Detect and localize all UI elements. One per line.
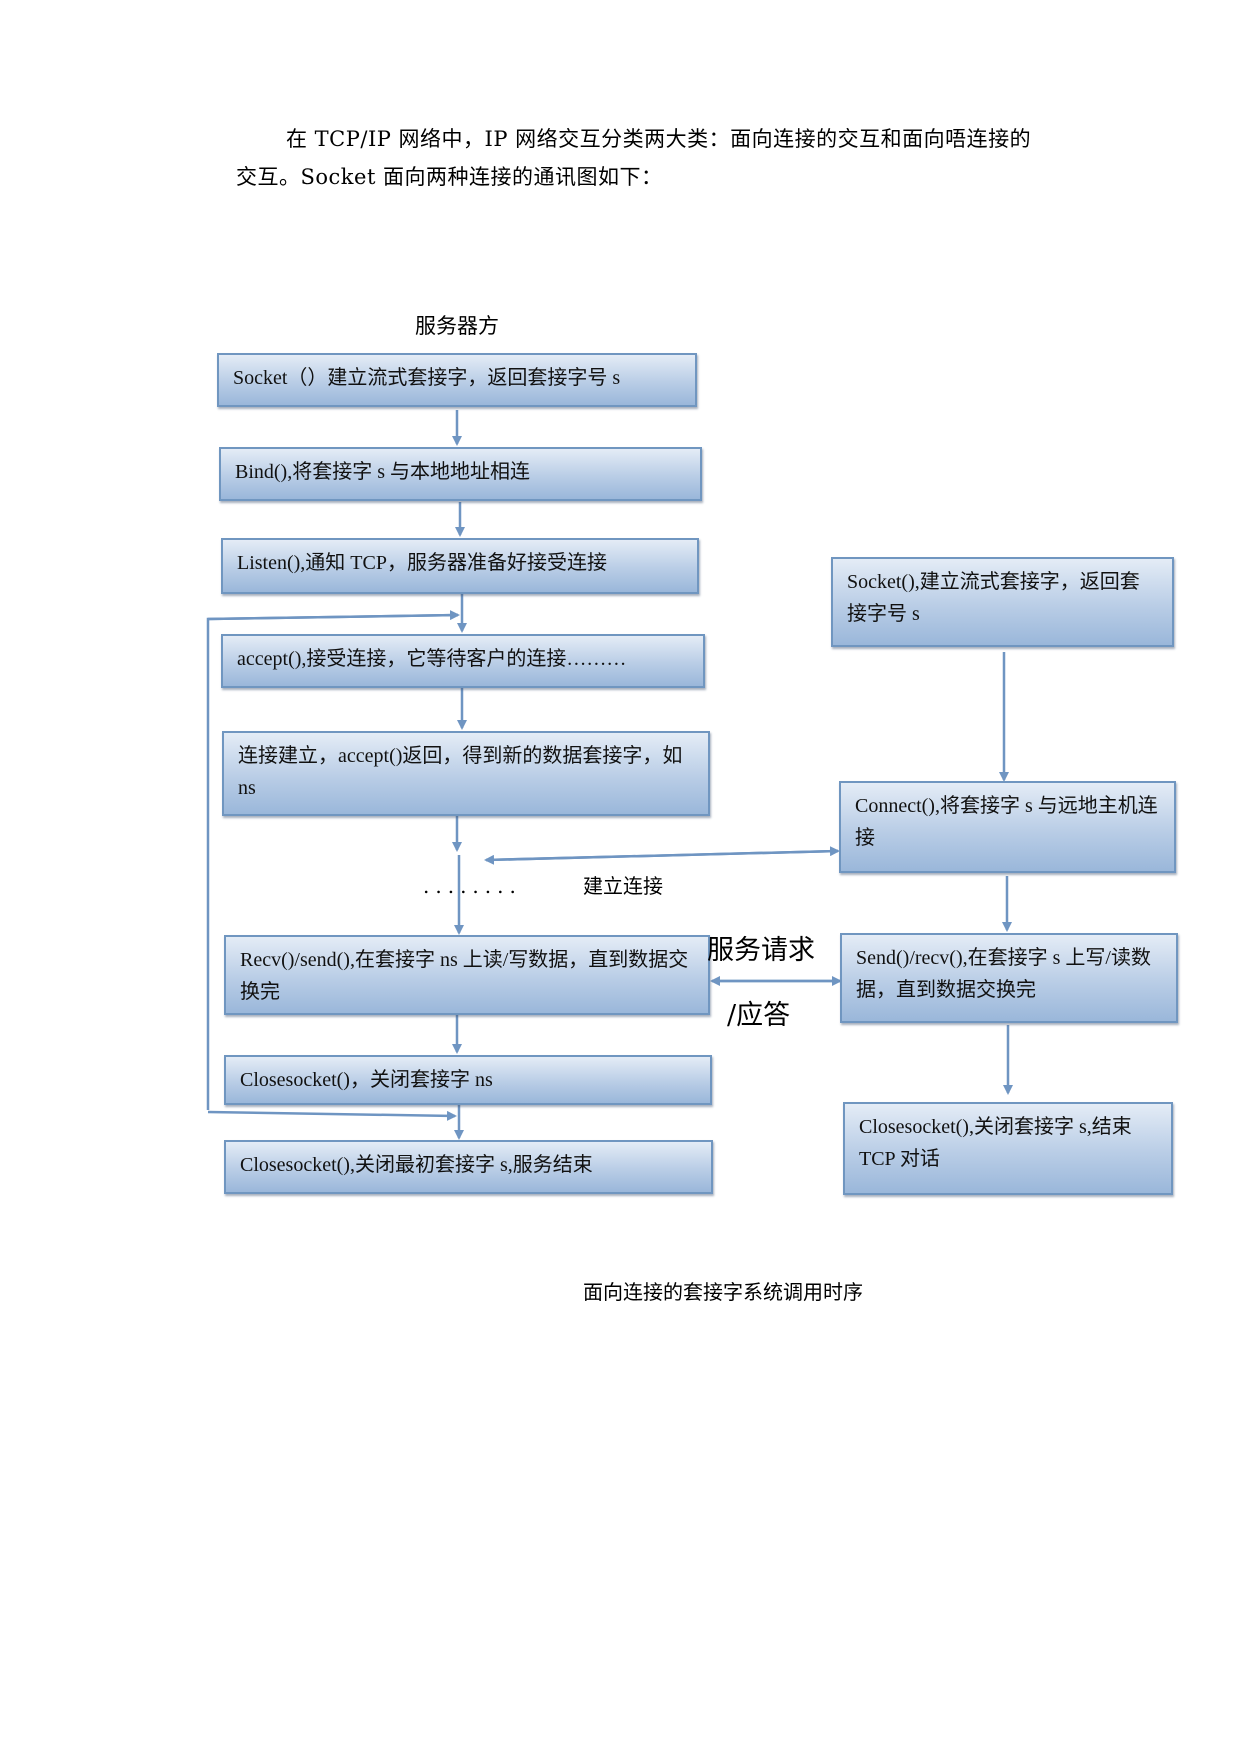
connect-label: 建立连接 bbox=[583, 874, 663, 898]
client-step-close: Closesocket(),关闭套接字 s,结束 TCP 对话 bbox=[843, 1102, 1173, 1195]
server-step-socket: Socket（）建立流式套接字，返回套接字号 s bbox=[217, 353, 697, 407]
client-step-socket: Socket(),建立流式套接字，返回套接字号 s bbox=[831, 557, 1174, 647]
server-step-bind: Bind(),将套接字 s 与本地地址相连 bbox=[219, 447, 702, 501]
server-step-listen: Listen(),通知 TCP，服务器准备好接受连接 bbox=[221, 538, 699, 594]
intro-line-2: 交互。Socket 面向两种连接的通讯图如下： bbox=[236, 165, 663, 189]
intro-paragraph: 在 TCP/IP 网络中，IP 网络交互分类两大类：面向连接的交互和面向唔连接的… bbox=[236, 120, 1136, 196]
server-step-close-ns: Closesocket()，关闭套接字 ns bbox=[224, 1055, 712, 1105]
service-reply-label: /应答 bbox=[727, 1000, 791, 1031]
figure-caption: 面向连接的套接字系统调用时序 bbox=[583, 1280, 863, 1304]
loop-back-line bbox=[206, 613, 459, 1110]
server-step-established: 连接建立，accept()返回，得到新的数据套接字，如 ns bbox=[222, 731, 710, 816]
server-step-accept: accept(),接受连接，它等待客户的连接……… bbox=[221, 634, 705, 688]
server-step-close-s: Closesocket(),关闭最初套接字 s,服务结束 bbox=[224, 1140, 713, 1194]
client-step-connect: Connect(),将套接字 s 与远地主机连接 bbox=[839, 781, 1176, 873]
service-request-label: 服务请求 bbox=[707, 935, 815, 966]
client-step-send-recv: Send()/recv(),在套接字 s 上写/读数据，直到数据交换完 bbox=[840, 933, 1178, 1023]
server-heading: 服务器方 bbox=[415, 314, 499, 338]
ellipsis-dots: ........ bbox=[423, 874, 522, 898]
arrow-loop-to-final bbox=[207, 1110, 457, 1121]
server-step-recv-send: Recv()/send(),在套接字 ns 上读/写数据，直到数据交换完 bbox=[224, 935, 710, 1015]
intro-line-1: 在 TCP/IP 网络中，IP 网络交互分类两大类：面向连接的交互和面向唔连接的 bbox=[286, 127, 1032, 151]
